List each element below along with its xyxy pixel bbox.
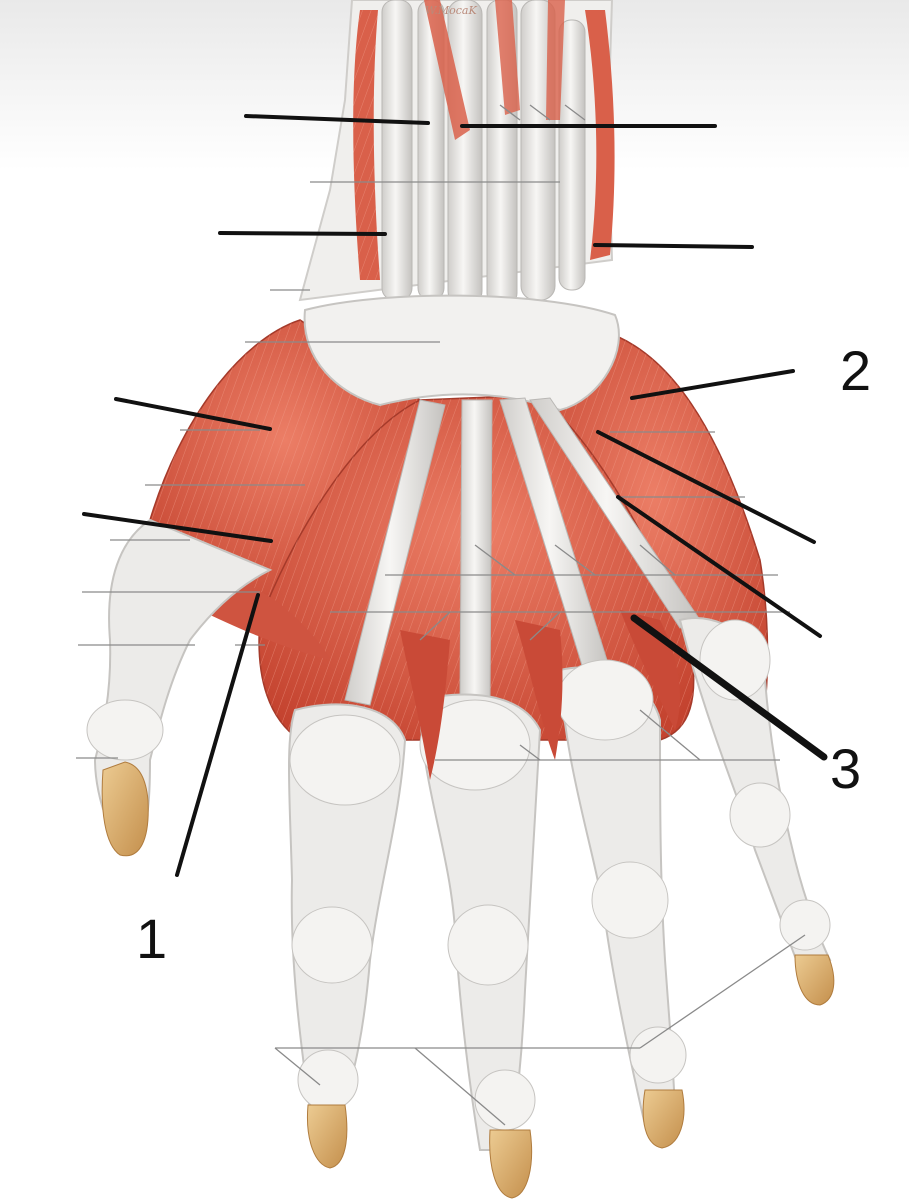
- thin-line-21: [529, 104, 551, 121]
- thin-line-20: [499, 104, 521, 121]
- ring-finger: [556, 659, 687, 1149]
- thin-line-18: [414, 1047, 506, 1126]
- leader-line-8: [616, 495, 822, 638]
- bold-leader-lines: [82, 114, 828, 877]
- thin-line-19: [639, 934, 806, 1049]
- fingers: [287, 617, 835, 1199]
- index-finger: [287, 703, 407, 1169]
- middle-finger: [418, 693, 542, 1199]
- artist-signature: W.MocaK: [425, 4, 477, 17]
- leader-line-5: [114, 397, 272, 431]
- thin-line-27: [529, 611, 561, 641]
- leader-line-label-3: [630, 614, 828, 761]
- forearm: [298, 0, 615, 306]
- leader-line-3: [218, 231, 387, 236]
- flexor-retinaculum: [303, 294, 620, 412]
- label-3: 3: [830, 737, 861, 800]
- palm-tendons: [344, 397, 701, 706]
- thin-line-17: [274, 1047, 321, 1086]
- leader-line-1: [244, 114, 430, 125]
- thin-line-26: [419, 611, 451, 641]
- leader-line-label-2: [630, 369, 795, 400]
- leader-line-7: [596, 430, 816, 544]
- thin-line-22: [564, 104, 586, 121]
- leader-line-6: [82, 512, 273, 543]
- thin-line-28: [639, 709, 701, 761]
- leader-line-label-1: [175, 593, 260, 877]
- label-2: 2: [840, 339, 871, 402]
- thin-line-23: [474, 544, 516, 576]
- label-1: 1: [136, 907, 167, 970]
- thin-line-24: [554, 544, 596, 576]
- thin-line-29: [519, 744, 541, 761]
- thin-pointer-lines: [76, 104, 806, 1126]
- thin-line-25: [639, 544, 676, 576]
- thumb: [86, 518, 273, 857]
- little-finger: [678, 617, 835, 1006]
- leader-line-4: [593, 243, 754, 249]
